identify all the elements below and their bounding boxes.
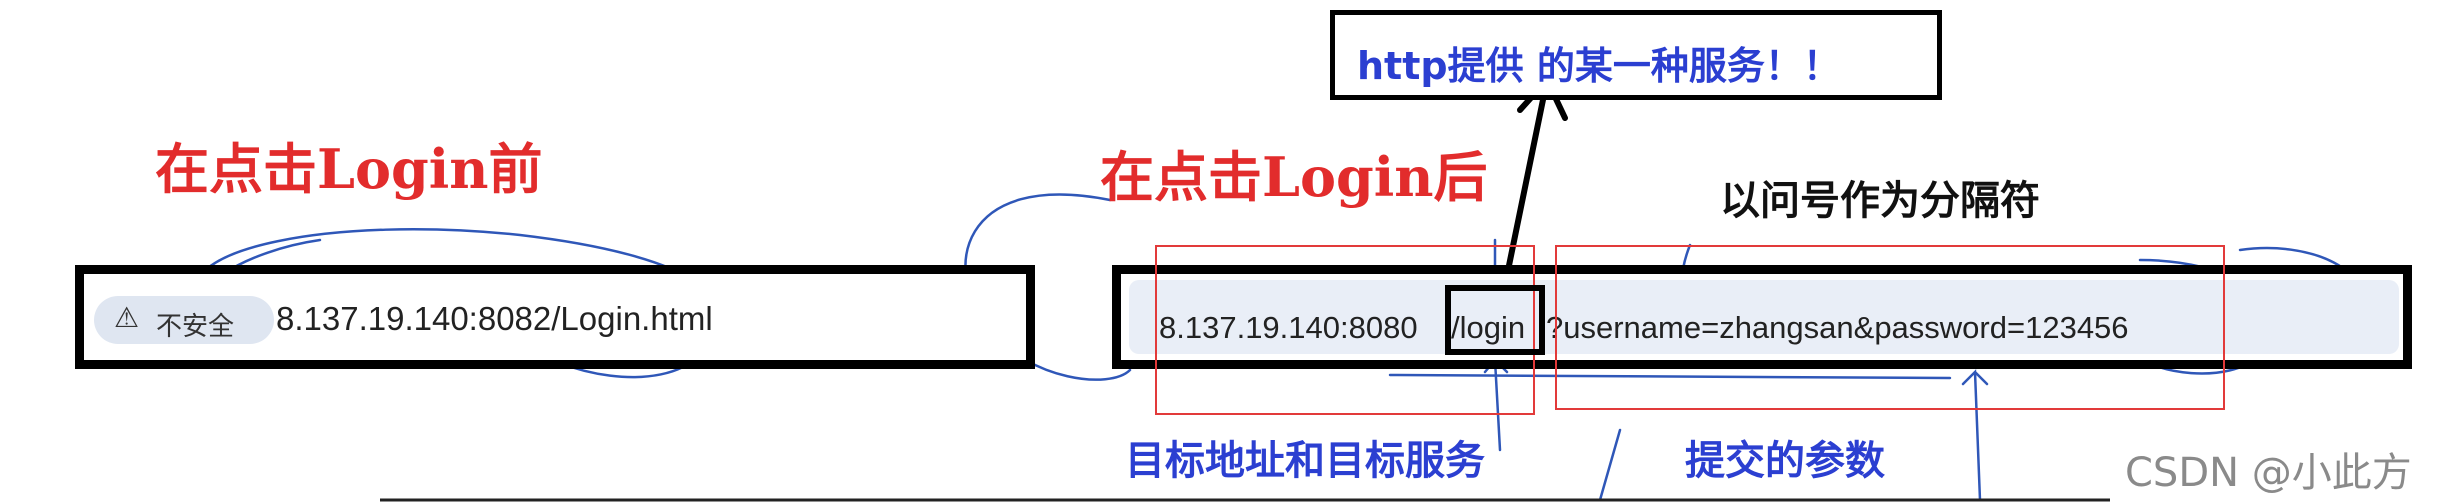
security-label: 不安全	[156, 312, 235, 342]
after-url-host[interactable]: 8.137.19.140:8080	[1159, 310, 1418, 345]
before-url[interactable]: 8.137.19.140:8082/Login.html	[276, 300, 713, 337]
http-service-callout: http提供 的某一种服务！！	[1330, 10, 1942, 100]
after-url-pill	[1129, 280, 2399, 354]
target-label: 目标地址和目标服务	[1125, 438, 1485, 484]
params-label: 提交的参数	[1685, 438, 1885, 484]
after-title: 在点击Login后	[1100, 145, 1488, 209]
security-indicator[interactable]: ⚠ 不安全	[94, 296, 274, 344]
after-url-path[interactable]: /login	[1451, 310, 1526, 345]
target-red-box	[1155, 245, 1535, 415]
separator-note: 以问号作为分隔符	[1720, 178, 2040, 224]
warning-triangle-icon: ⚠	[114, 301, 140, 334]
before-url-bar: ⚠ 不安全 8.137.19.140:8082/Login.html	[75, 265, 1035, 369]
after-url-query[interactable]: ?username=zhangsan&password=123456	[1546, 310, 2129, 345]
after-url-bar: 8.137.19.140:8080 /login ?username=zhang…	[1112, 265, 2412, 369]
callout-text: http提供 的某一种服务！！	[1357, 44, 1841, 88]
before-title: 在点击Login前	[155, 137, 543, 201]
params-red-box	[1555, 245, 2225, 410]
watermark: CSDN @小此方	[2125, 450, 2412, 496]
login-path-highlight	[1445, 285, 1545, 355]
